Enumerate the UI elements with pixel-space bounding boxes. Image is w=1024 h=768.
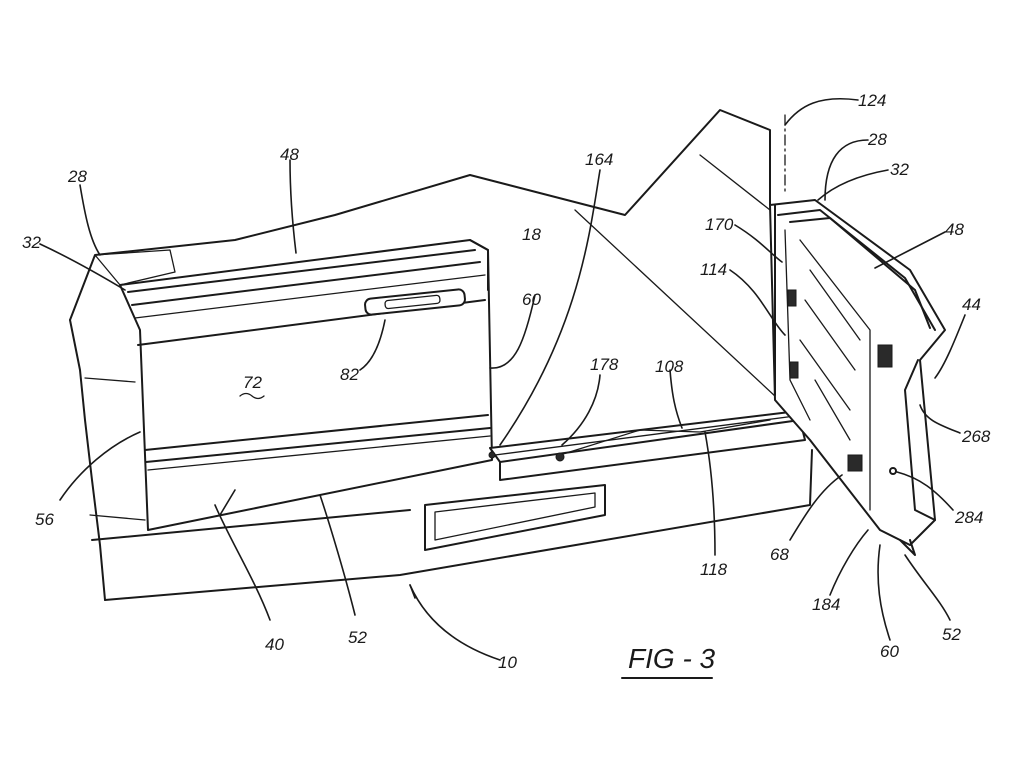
label-170: 170 (705, 215, 734, 234)
label-82: 82 (340, 365, 359, 384)
left-tailgate-door (94, 239, 493, 531)
figure-caption: FIG - 3 (621, 643, 716, 679)
label-60-left: 60 (522, 290, 541, 309)
label-268: 268 (961, 427, 991, 446)
leader-lines (39, 97, 966, 661)
reference-numerals: 124 28 32 48 44 170 114 268 284 52 60 18… (22, 91, 991, 672)
label-28-left: 28 (67, 167, 87, 186)
label-164: 164 (585, 150, 613, 169)
label-52-left: 52 (348, 628, 367, 647)
label-114: 114 (700, 260, 727, 279)
label-184: 184 (812, 595, 840, 614)
label-72: 72 (243, 373, 262, 392)
label-60-right: 60 (880, 642, 899, 661)
label-124: 124 (858, 91, 886, 110)
caption-text: FIG - 3 (628, 643, 716, 674)
label-18: 18 (522, 225, 541, 244)
truck-bed-body (69, 109, 813, 601)
label-10: 10 (498, 653, 517, 672)
label-52-right: 52 (942, 625, 961, 644)
label-284: 284 (954, 508, 983, 527)
rear-bumper-step (424, 484, 606, 551)
label-40: 40 (265, 635, 284, 654)
label-118: 118 (700, 560, 728, 579)
label-32-right: 32 (890, 160, 909, 179)
label-56: 56 (35, 510, 54, 529)
label-32-left: 32 (22, 233, 41, 252)
label-44: 44 (962, 295, 981, 314)
label-48-right: 48 (945, 220, 964, 239)
label-28-right: 28 (867, 130, 887, 149)
right-tailgate-door-open (769, 199, 946, 556)
label-108: 108 (655, 357, 684, 376)
label-178: 178 (590, 355, 619, 374)
bed-sill-rail (488, 411, 806, 481)
label-68: 68 (770, 545, 789, 564)
label-48-left: 48 (280, 145, 299, 164)
